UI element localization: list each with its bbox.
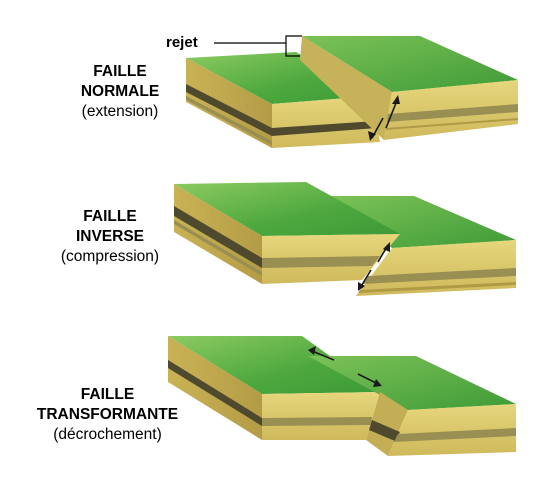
transform-arrow-back-head [308,346,316,355]
normal-fault-title-line1: FAILLE [93,63,147,80]
reverse-right-stratum-line [358,282,516,293]
transform-fault-title-line1: FAILLE [80,386,135,403]
transform-arrow-forward-head [373,379,382,387]
normal-right-stratum-line [386,118,518,130]
normal-arrow-up-head [392,95,400,104]
transform-arrow-forward [357,373,379,385]
normal-fault-block [186,35,518,148]
transform-left-stratum-mid [262,417,372,426]
transform-fault-left-block [168,336,380,440]
transform-right-front-face [388,404,516,456]
transform-fault-label: FAILLE TRANSFORMANTE (décrochement) [10,385,205,445]
reverse-fault-subtitle: (compression) [60,248,160,265]
transform-fault-block [168,336,516,456]
transform-fault-subtitle: (décrochement) [53,426,162,443]
transform-fault-arrows [308,346,382,387]
reverse-arrow-up-head [383,242,390,252]
reverse-left-stratum-mid-end [174,220,262,276]
normal-fault-left-block [186,52,380,148]
transform-right-top [308,356,516,410]
transform-right-fault-face [366,392,408,456]
reverse-fault-title-line1: FAILLE [83,208,137,225]
transform-arrow-back [311,350,335,361]
normal-arrow-down-head [368,131,376,141]
transform-left-stratum-dark [168,360,262,426]
reverse-left-top [174,182,400,236]
transform-left-top [168,336,380,394]
transform-fault-title-line2: TRANSFORMANTE [36,406,179,423]
transform-right-stratum-mid [394,428,516,442]
reverse-fault-arrows [358,242,390,291]
normal-fault-label: FAILLE NORMALE (extension) [40,62,200,122]
reverse-fault-left-block [174,182,400,284]
normal-left-end-face [186,58,272,148]
transform-fault-right-block [308,356,516,456]
transform-left-front-face [262,392,380,440]
reverse-left-stratum-mid [262,256,380,268]
reverse-right-stratum-dark [362,268,516,284]
reverse-left-stratum-dark [174,206,262,268]
normal-fault-subtitle: (extension) [81,103,159,120]
reverse-fault-label: FAILLE INVERSE (compression) [25,207,195,267]
normal-right-top [302,36,518,92]
transform-left-end-face [168,336,262,440]
normal-left-top [186,52,372,104]
normal-left-stratum-mid [186,96,272,145]
transform-right-stratum-dark [369,420,400,441]
normal-left-stratum-dark [186,84,272,136]
rejet-bracket [285,35,302,57]
reverse-fault-title-line2: INVERSE [75,228,145,245]
rejet-label: rejet [166,34,198,51]
normal-fault-right-block [300,36,518,140]
normal-right-fault-face [300,36,392,140]
reverse-arrow-down-head [358,282,365,291]
normal-fault-title-line2: NORMALE [80,83,160,100]
normal-fault-arrows [368,95,400,141]
normal-right-stratum-dark [387,104,518,122]
normal-left-stratum-dark-front [272,121,377,136]
reverse-fault-block [174,182,516,296]
